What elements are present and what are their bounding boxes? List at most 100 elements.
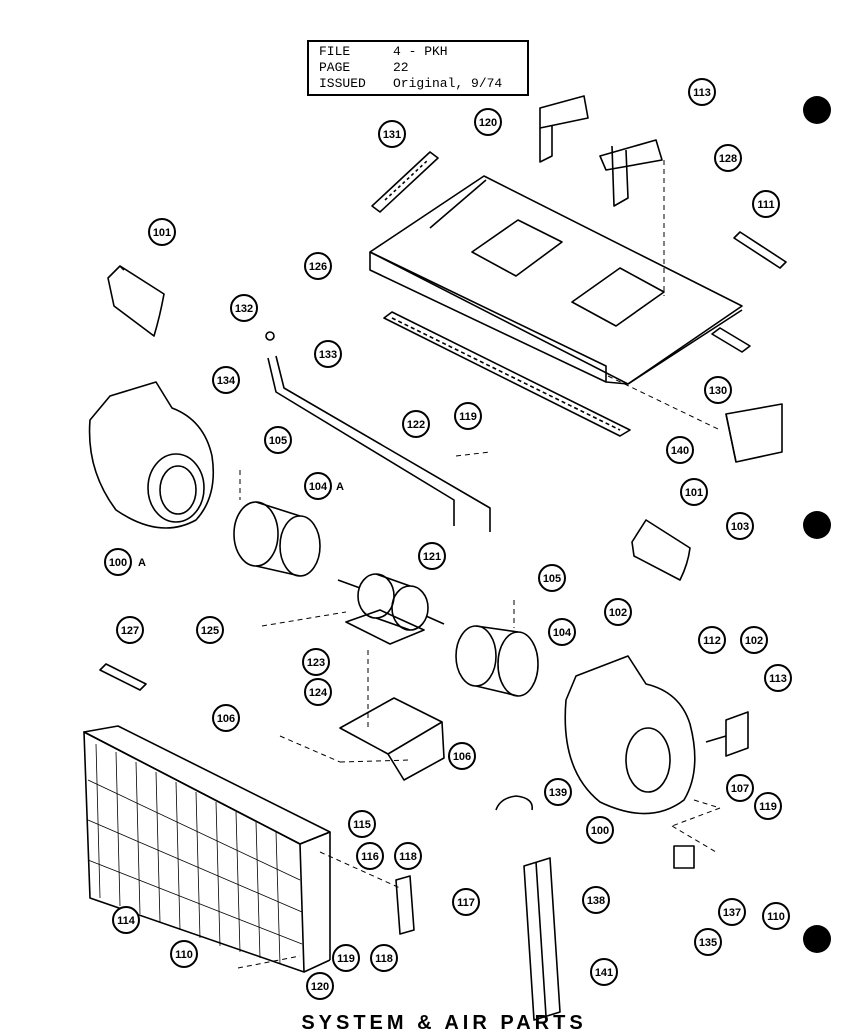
callout-circle: [370, 944, 398, 972]
callout-106: 106: [448, 742, 476, 770]
callout-125: 125: [196, 616, 224, 644]
callout-circle: [586, 816, 614, 844]
issued-value: Original, 9/74: [393, 76, 503, 91]
callout-number: 113: [769, 673, 787, 685]
callout-circle: [604, 598, 632, 626]
callout-circle: [212, 366, 240, 394]
callout-circle: [582, 886, 610, 914]
callout-120: 120: [474, 108, 502, 136]
callout-113: 113: [764, 664, 792, 692]
callout-number: 110: [175, 949, 193, 961]
callout-circle: [718, 898, 746, 926]
callout-number: 116: [361, 851, 379, 863]
callout-122: 122: [402, 410, 430, 438]
callout-118: 118: [370, 944, 398, 972]
callout-number: 106: [453, 751, 471, 763]
callout-131: 131: [378, 120, 406, 148]
callout-circle: [306, 972, 334, 1000]
callout-number: 132: [235, 303, 253, 315]
binder-hole-middle: [803, 511, 831, 539]
callout-circle: [538, 564, 566, 592]
callout-circle: [264, 426, 292, 454]
file-value: 4 - PKH: [393, 44, 448, 59]
callout-circle: [332, 944, 360, 972]
callout-110: 110: [170, 940, 198, 968]
callout-number: 119: [337, 953, 355, 965]
callout-116: 116: [356, 842, 384, 870]
callout-circle: [754, 792, 782, 820]
callout-number: 139: [549, 787, 567, 799]
callout-number: 137: [723, 907, 741, 919]
callout-number: 113: [693, 87, 711, 99]
callout-number: 140: [671, 445, 689, 457]
callout-circle: [112, 906, 140, 934]
callout-number: 115: [353, 819, 371, 831]
callout-135: 135: [694, 928, 722, 956]
callout-circle: [170, 940, 198, 968]
rods-drawing: [265, 331, 491, 532]
callout-circle: [694, 928, 722, 956]
callout-139: 139: [544, 778, 572, 806]
callout-107: 107: [726, 774, 754, 802]
page-value: 22: [393, 60, 409, 75]
callout-circle: [230, 294, 258, 322]
callout-128: 128: [714, 144, 742, 172]
callout-number: 138: [587, 895, 605, 907]
callout-133: 133: [314, 340, 342, 368]
strip-111-drawing: [733, 231, 787, 269]
callout-number: 118: [399, 851, 417, 863]
callout-number: 102: [609, 607, 627, 619]
callout-number: 135: [699, 937, 717, 949]
callout-circle: [196, 616, 224, 644]
callout-123: 123: [302, 648, 330, 676]
binder-hole-top: [803, 96, 831, 124]
callout-number: 111: [757, 199, 774, 211]
callout-number: 103: [731, 521, 749, 533]
callout-102: 102: [740, 626, 768, 654]
callout-circle: [726, 774, 754, 802]
strip-127-drawing: [99, 663, 147, 691]
callout-115: 115: [348, 810, 376, 838]
callout-119: 119: [754, 792, 782, 820]
bracket-107-drawing: [705, 711, 749, 757]
callout-number: 131: [383, 129, 401, 141]
plate-101-right-drawing: [631, 519, 691, 581]
right-blower-housing-drawing: [564, 655, 696, 815]
callout-circle: [104, 548, 132, 576]
callout-number: 134: [217, 375, 236, 387]
callout-circle: [448, 742, 476, 770]
callout-101: 101: [680, 478, 708, 506]
callout-number: 102: [745, 635, 763, 647]
callout-number: 141: [595, 967, 613, 979]
callout-circle: [304, 252, 332, 280]
callout-circle: [752, 190, 780, 218]
callout-number: 120: [311, 981, 329, 993]
callout-number: 117: [457, 897, 475, 909]
issued-label: ISSUED: [319, 76, 366, 91]
callout-number: 128: [719, 153, 737, 165]
callout-number: 104: [553, 627, 572, 639]
callout-circle: [454, 402, 482, 430]
callout-number: 119: [759, 801, 777, 813]
callout-number: 130: [709, 385, 727, 397]
callout-circle: [688, 78, 716, 106]
bracket-120-drawing: [539, 95, 589, 163]
callout-number: 105: [543, 573, 561, 585]
callout-suffix: A: [336, 481, 344, 493]
callout-106: 106: [212, 704, 240, 732]
callout-number: 112: [703, 635, 721, 647]
callout-number: 125: [201, 625, 219, 637]
parts-info-box: FILE 4 - PKH PAGE 22 ISSUED Original, 9/…: [307, 40, 529, 96]
callout-circle: [348, 810, 376, 838]
callout-104: 104: [304, 472, 332, 500]
box-140-drawing: [725, 403, 783, 463]
callout-138: 138: [582, 886, 610, 914]
callout-circle: [548, 618, 576, 646]
callout-circle: [544, 778, 572, 806]
callout-132: 132: [230, 294, 258, 322]
callout-number: 114: [117, 915, 136, 927]
callout-114: 114: [112, 906, 140, 934]
callout-circle: [394, 842, 422, 870]
callout-number: 122: [407, 419, 425, 431]
